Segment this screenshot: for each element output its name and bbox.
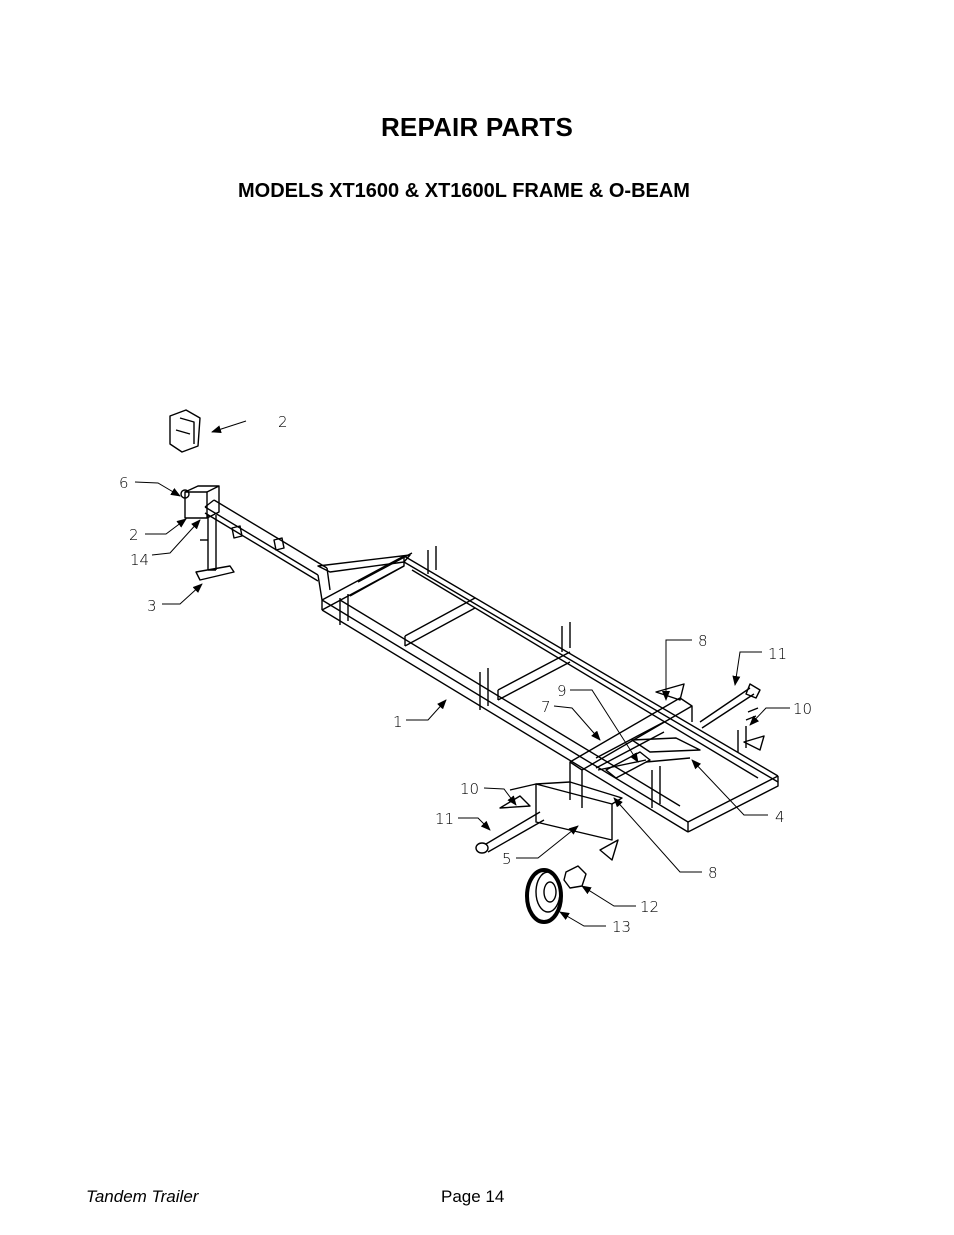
callout-leaders: [134, 420, 790, 927]
callout-2: 2: [278, 413, 288, 431]
callout-10: 10: [460, 780, 479, 798]
callout-11: 11: [768, 645, 787, 663]
page-title: REPAIR PARTS: [380, 112, 574, 142]
footer-page-number: Page 14: [441, 1187, 505, 1206]
callout-4: 4: [775, 808, 785, 826]
callout-14: 14: [130, 551, 149, 569]
callout-8: 8: [698, 632, 708, 650]
footer-document-name: Tandem Trailer: [86, 1187, 199, 1206]
callout-10: 10: [793, 700, 812, 718]
callout-numbers: 2 6 2 14 3 1 7 9 8 11 10 4 10 11 5 8 12 …: [119, 413, 812, 936]
callout-1: 1: [393, 713, 403, 731]
callout-11: 11: [435, 810, 454, 828]
callout-12: 12: [640, 898, 659, 916]
page-subtitle: MODELS XT1600 & XT1600L FRAME & O-BEAM: [238, 180, 690, 202]
callout-7: 7: [541, 698, 551, 716]
callout-5: 5: [502, 850, 512, 868]
frame-drawing: [169, 409, 779, 924]
callout-9: 9: [557, 682, 567, 700]
callout-6: 6: [119, 474, 129, 492]
callout-2: 2: [129, 526, 139, 544]
callout-13: 13: [612, 918, 631, 936]
callout-3: 3: [147, 597, 157, 615]
callout-8: 8: [708, 864, 718, 882]
